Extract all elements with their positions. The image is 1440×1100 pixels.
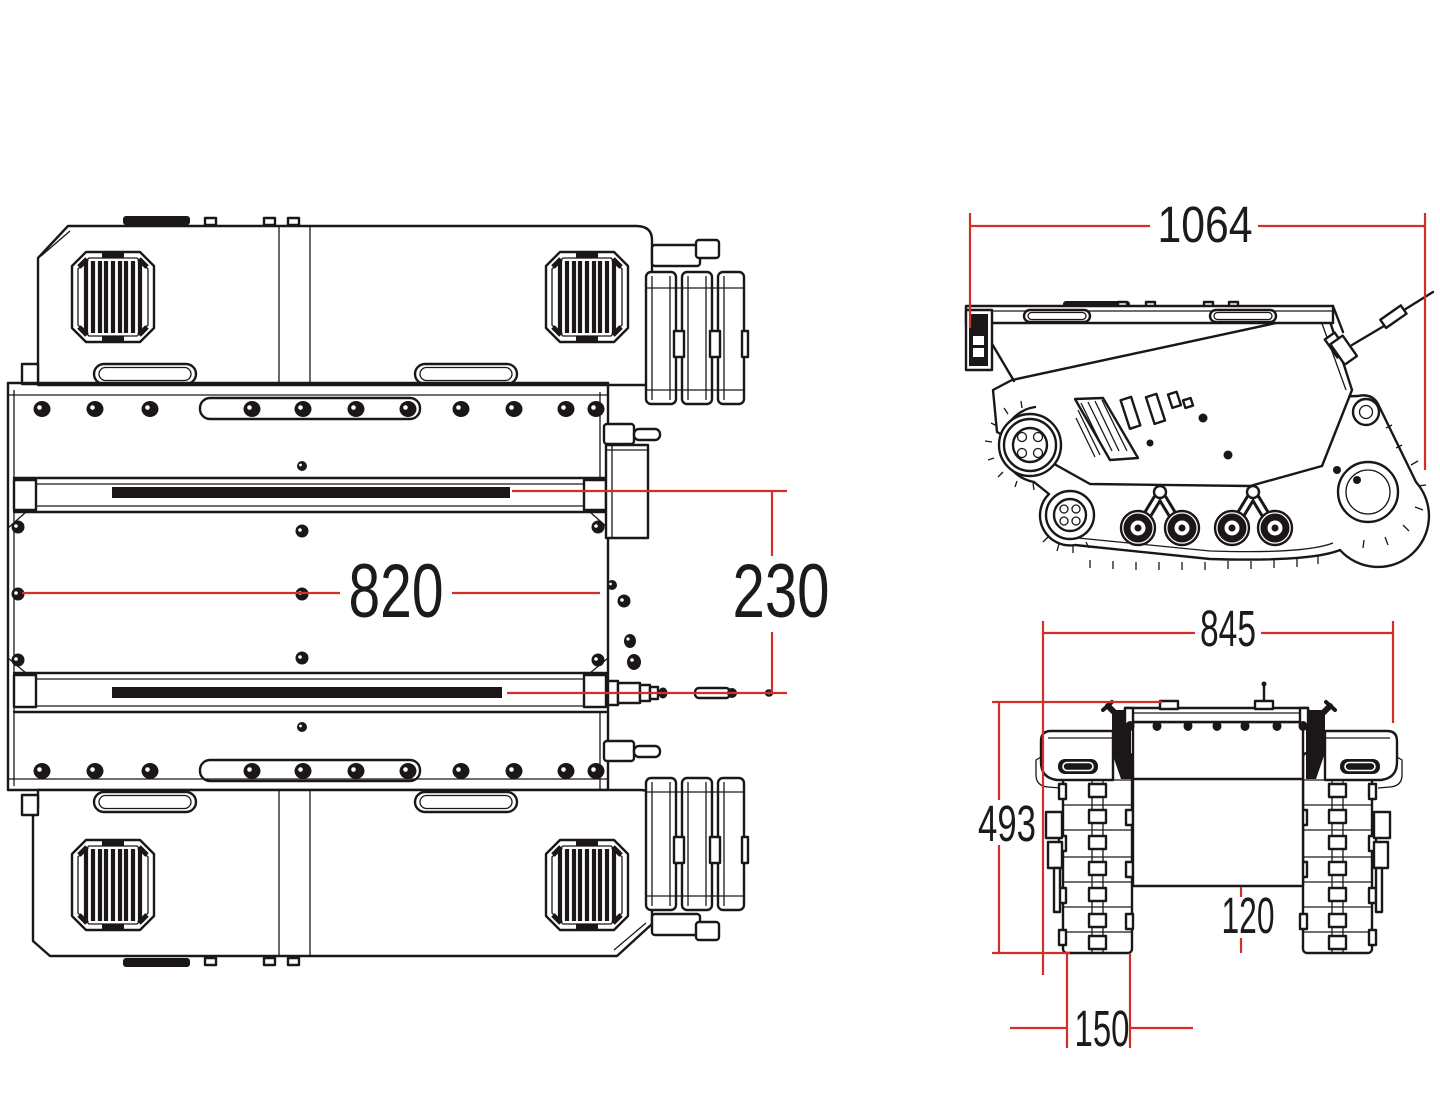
dimension-150: 150 (1010, 953, 1193, 1057)
side-view-rear-wheel (1333, 397, 1400, 524)
handle-slot (1022, 308, 1092, 324)
dimension-label-150: 150 (1075, 1000, 1130, 1057)
vent-grille (72, 840, 154, 930)
antenna-front (1261, 681, 1267, 703)
front-view-left-track (1057, 751, 1135, 955)
side-view-deck (964, 300, 1345, 372)
front-view-right-fender (1323, 729, 1403, 789)
front-view-deck (1101, 681, 1337, 731)
front-view: 845 493 120 150 (978, 600, 1403, 1057)
handle-slot (1208, 308, 1278, 324)
dimension-1064: 1064 (968, 196, 1427, 470)
dimension-230: 230 (507, 489, 830, 695)
dimension-845: 845 (1041, 600, 1395, 975)
side-view-sprocket (984, 400, 1096, 541)
top-view-track-shoes-lower (644, 776, 750, 942)
dimension-label-845: 845 (1200, 600, 1256, 657)
dimension-label-493: 493 (978, 795, 1036, 852)
side-view: 1064 (964, 196, 1435, 570)
vent-grille (72, 252, 154, 342)
corner-bracket-right (1306, 710, 1325, 779)
dimension-label-1064: 1064 (1158, 196, 1253, 253)
top-view-upper-track (20, 216, 654, 387)
dimension-label-230: 230 (733, 549, 830, 634)
front-view-right-track (1298, 751, 1378, 955)
front-view-left-fender (1035, 729, 1115, 789)
dimension-820: 820 (22, 549, 600, 634)
road-wheel (1256, 509, 1294, 547)
top-view-lower-rail (12, 671, 608, 714)
fender-grip-slot (1340, 759, 1380, 774)
top-view-lower-track (20, 788, 654, 967)
deck-bolts (1125, 721, 1308, 731)
top-view: 820 230 (6, 216, 830, 967)
top-view-right-wall (599, 422, 662, 790)
vent-grille (546, 252, 628, 342)
handle-slot (413, 362, 519, 386)
top-view-lower-band (6, 722, 610, 792)
lifting-hook-left (1101, 700, 1123, 721)
dimension-label-820: 820 (349, 549, 444, 634)
front-view-body (1131, 720, 1305, 888)
fender-grip-slot (1058, 759, 1098, 774)
dimension-label-120: 120 (1222, 887, 1275, 944)
side-view-road-wheels (1119, 484, 1294, 547)
antenna-side (1323, 290, 1435, 366)
vent-grille (546, 840, 628, 930)
handle-slot (92, 362, 198, 386)
side-view-hull (983, 310, 1354, 488)
side-view-track (1032, 394, 1431, 570)
front-view-side-brackets (1044, 810, 1392, 914)
dimension-120: 120 (1222, 887, 1275, 953)
road-wheel (1163, 509, 1201, 547)
top-view-upper-rail (12, 476, 608, 514)
lifting-hook-right (1315, 700, 1337, 721)
top-view-track-shoes-upper (644, 238, 750, 406)
road-wheel (1119, 509, 1157, 547)
handle-slot (413, 790, 519, 814)
dimension-493: 493 (978, 700, 1162, 955)
top-view-upper-band (6, 381, 610, 792)
road-wheel (1213, 509, 1251, 547)
handle-slot (92, 790, 198, 814)
